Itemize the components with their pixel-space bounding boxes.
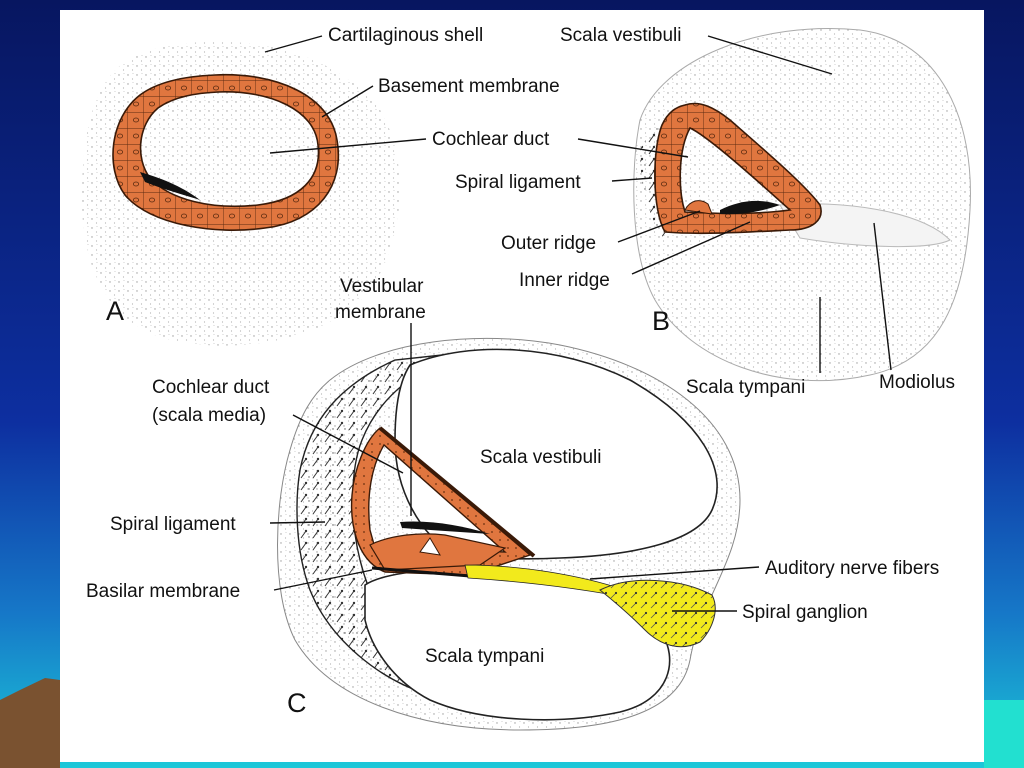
label-vestibular-membrane-line2: membrane <box>335 302 426 323</box>
landscape-hill <box>0 678 60 768</box>
label-cochlear-duct-c-line2: (scala media) <box>152 405 266 426</box>
label-basement-membrane: Basement membrane <box>378 76 560 97</box>
label-spiral-ganglion: Spiral ganglion <box>742 602 868 623</box>
spiral-ligament-c <box>296 351 471 697</box>
label-cochlear-duct-c-line1: Cochlear duct <box>152 377 270 398</box>
panel-c-illustration <box>277 337 741 731</box>
leader-lines <box>264 35 892 612</box>
outer-ridge-shape <box>684 200 713 215</box>
label-scala-tympani-c: Scala tympani <box>425 646 544 667</box>
cochlear-duct-c-wall <box>350 427 532 576</box>
label-inner-ridge: Inner ridge <box>519 270 610 291</box>
panel-label-c: C <box>287 688 307 718</box>
panel-label-b: B <box>652 306 670 336</box>
basement-ridge-a <box>140 172 200 200</box>
tunnel-shape <box>419 537 441 556</box>
label-auditory-nerve-fibers: Auditory nerve fibers <box>765 558 939 579</box>
panel-b-illustration <box>633 27 971 382</box>
label-scala-vestibuli-b: Scala vestibuli <box>560 25 681 46</box>
label-spiral-ligament-c: Spiral ligament <box>110 514 236 535</box>
label-vestibular-membrane-line1: Vestibular <box>340 276 424 297</box>
label-cartilaginous-shell: Cartilaginous shell <box>328 25 483 46</box>
label-modiolus: Modiolus <box>879 372 955 393</box>
modiolus-shape <box>779 203 951 248</box>
label-basilar-membrane: Basilar membrane <box>86 581 240 602</box>
label-scala-vestibuli-c: Scala vestibuli <box>480 447 601 468</box>
label-spiral-ligament-b: Spiral ligament <box>455 172 581 193</box>
label-scala-tympani-b: Scala tympani <box>686 377 805 398</box>
panel-label-a: A <box>106 296 124 326</box>
teal-corner <box>984 700 1024 768</box>
vestibular-membrane-shape <box>378 426 536 558</box>
duct-a-epithelium <box>112 73 340 231</box>
basilar-membrane-shape <box>371 566 471 578</box>
label-cochlear-duct-a: Cochlear duct <box>432 129 550 150</box>
label-outer-ridge: Outer ridge <box>501 233 596 254</box>
panel-a-illustration <box>81 41 400 346</box>
spiral-ganglion-shape <box>599 579 716 648</box>
duct-b-epithelium <box>654 102 822 235</box>
inner-ridge-shape <box>720 200 780 215</box>
tectorial-membrane <box>400 521 490 534</box>
